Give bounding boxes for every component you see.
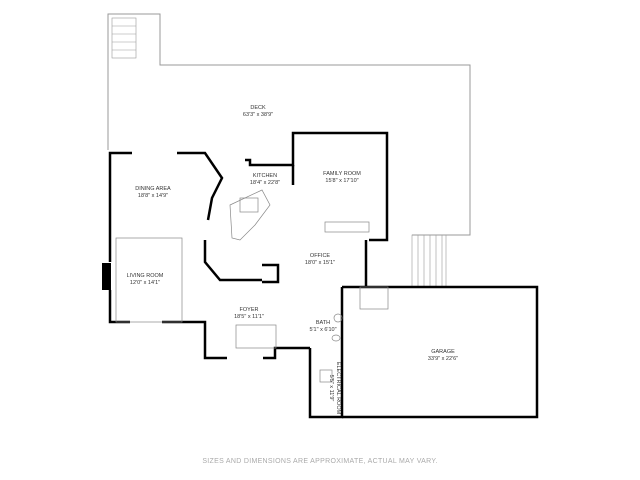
fireplace [102, 263, 111, 290]
deck-outline [107, 13, 471, 236]
walls [108, 131, 539, 419]
deck-stairs [111, 17, 447, 288]
disclaimer-footer: SIZES AND DIMENSIONS ARE APPROXIMATE, AC… [202, 458, 438, 465]
interior-details [115, 189, 389, 383]
